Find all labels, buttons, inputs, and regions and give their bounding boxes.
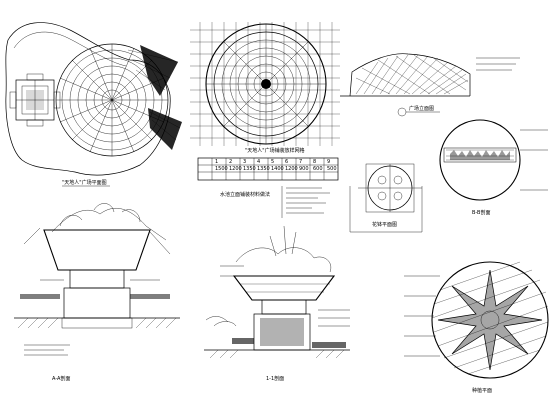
table-cell: 600 — [313, 166, 323, 172]
table-cell: 1200 — [285, 166, 298, 172]
section-1-ground-hatch — [209, 349, 345, 359]
section-a-ground-hatch — [17, 317, 177, 329]
table-cell: 1200 — [229, 166, 242, 172]
center-notes — [281, 186, 330, 218]
section-1-caption: 1-1剖面 — [266, 375, 284, 382]
section-a-caption: A-A剖面 — [52, 375, 70, 382]
planter-plan-caption: 花钵平面图 — [372, 221, 397, 228]
paving-grid-caption: "天地人"广场铺装放样网格 — [245, 147, 305, 154]
membrane-structure — [127, 45, 182, 150]
planting-plan: 种植平面 — [404, 261, 549, 394]
table-cell: 5 — [271, 159, 274, 165]
table-cell: 6 — [285, 159, 288, 165]
table-cell: 1 — [215, 159, 218, 165]
dimension-marks — [349, 186, 423, 233]
table-cell: 1350 — [243, 166, 256, 172]
table-cell: 7 — [299, 159, 302, 165]
planting-hatch — [431, 261, 549, 375]
planting-star — [437, 269, 543, 371]
elevation-top-right: 广场立面图 — [340, 53, 520, 117]
section-a: A-A剖面 — [14, 203, 180, 382]
site-plan-building — [9, 73, 61, 127]
round-detail: B-B剖面 — [439, 119, 548, 216]
table-cell: 9 — [327, 159, 330, 165]
paving-grid-plan: "天地人"广场铺装放样网格 — [190, 22, 340, 154]
paving-radials — [206, 24, 326, 144]
table-cell: 1400 — [271, 166, 284, 172]
table-cell: 3 — [243, 159, 246, 165]
site-plan: "天地人"广场平面图 — [5, 22, 182, 187]
table-cell: 1350 — [257, 166, 270, 172]
table-cell: 900 — [299, 166, 309, 172]
section-1: 1-1剖面 — [204, 225, 350, 382]
paving-table-caption: 水池立面铺装材料做法 — [220, 191, 270, 198]
planter-plan: 花钵平面图 — [358, 163, 422, 228]
site-plan-caption: "天地人"广场平面图 — [62, 179, 107, 186]
table-cell: 2 — [229, 159, 232, 165]
table-cell: 4 — [257, 159, 260, 165]
elevation-hatch — [355, 54, 469, 95]
section-b-caption: B-B剖面 — [472, 209, 491, 216]
table-cell: 1500 — [215, 166, 228, 172]
planting-plan-caption: 种植平面 — [472, 387, 492, 394]
table-cell: 8 — [313, 159, 316, 165]
elevation-tag: 广场立面图 — [397, 105, 440, 117]
elevation-caption: 广场立面图 — [409, 105, 434, 112]
site-plan-radials — [56, 44, 168, 156]
table-cell: 500 — [327, 166, 337, 172]
